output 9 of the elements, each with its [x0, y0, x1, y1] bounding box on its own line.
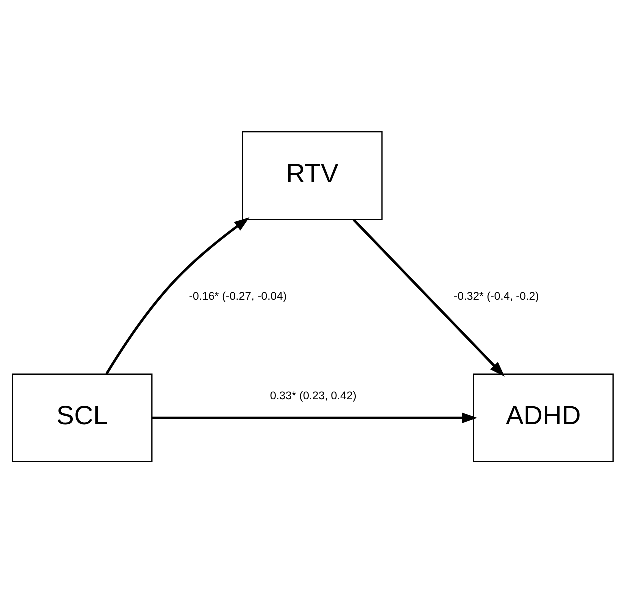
arrow	[352, 218, 505, 376]
edge-label: -0.32* (-0.4, -0.2)	[454, 290, 540, 302]
arrow	[152, 412, 478, 423]
edge-label: 0.33* (0.23, 0.42)	[270, 390, 357, 402]
node-box: SCL	[12, 373, 153, 462]
node-box: ADHD	[473, 373, 614, 462]
node-box: RTV	[242, 130, 383, 220]
edge-label: -0.16* (-0.27, -0.04)	[189, 290, 287, 302]
arrow	[106, 217, 250, 374]
